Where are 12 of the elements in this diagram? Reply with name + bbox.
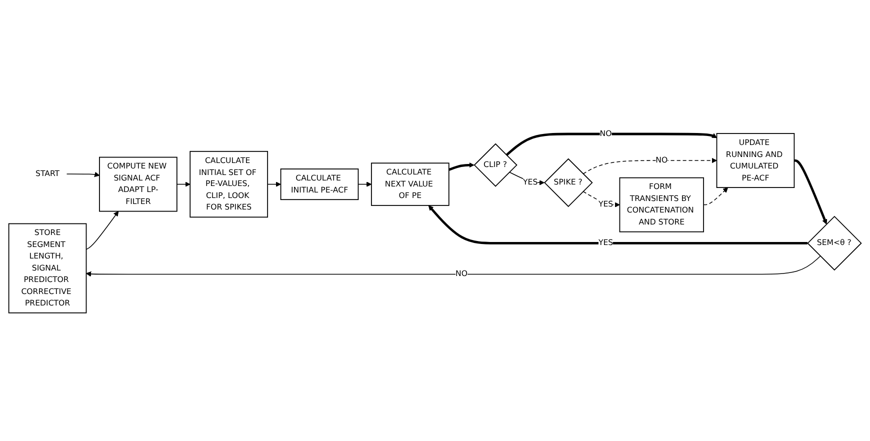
arrow: [358, 182, 372, 187]
arrow: [703, 187, 728, 206]
arrow: [267, 182, 282, 187]
arrow: [86, 256, 821, 277]
arrow: [448, 162, 474, 171]
arrow: [506, 132, 717, 156]
arrow: [794, 159, 828, 224]
arrow: [176, 182, 190, 187]
arrow: [428, 205, 808, 244]
arrow: [582, 158, 717, 174]
arrow: [86, 211, 119, 250]
arrow: [66, 172, 100, 177]
